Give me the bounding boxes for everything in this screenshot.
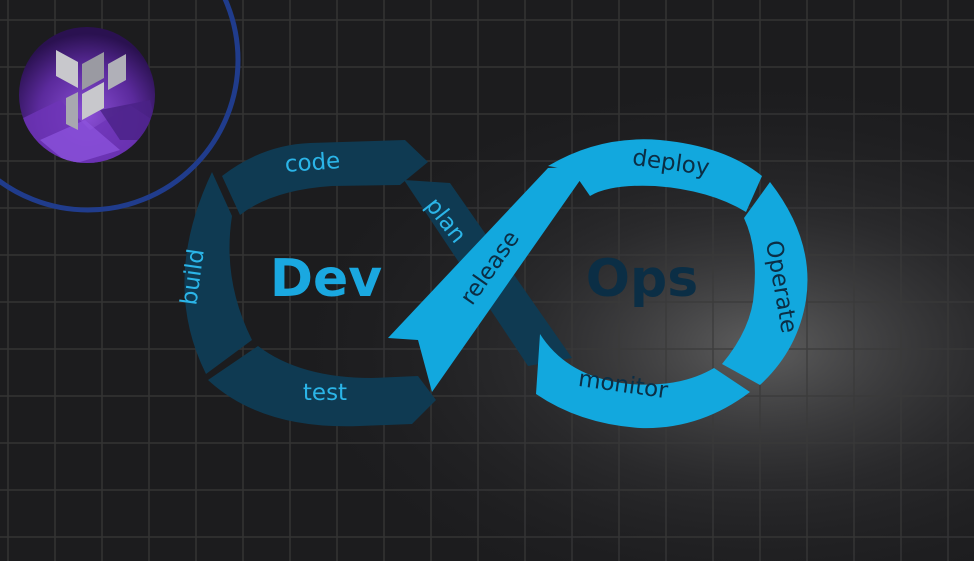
logo-ring — [0, 0, 241, 213]
stage-code-label: code — [284, 148, 341, 178]
stage-monitor-segment — [536, 334, 750, 429]
stage-operate-segment — [722, 182, 808, 385]
stage-code-segment — [222, 140, 428, 215]
stage-build-segment — [184, 172, 252, 374]
stage-test-label: test — [303, 380, 347, 406]
stage-test-segment — [208, 346, 436, 427]
stage-deploy-segment — [548, 139, 762, 212]
ops-loop — [388, 139, 808, 429]
stage-release-segment — [388, 166, 590, 392]
terraform-logo-icon — [19, 27, 155, 163]
dev-title: Dev — [270, 249, 382, 309]
ops-title: Ops — [586, 249, 698, 309]
